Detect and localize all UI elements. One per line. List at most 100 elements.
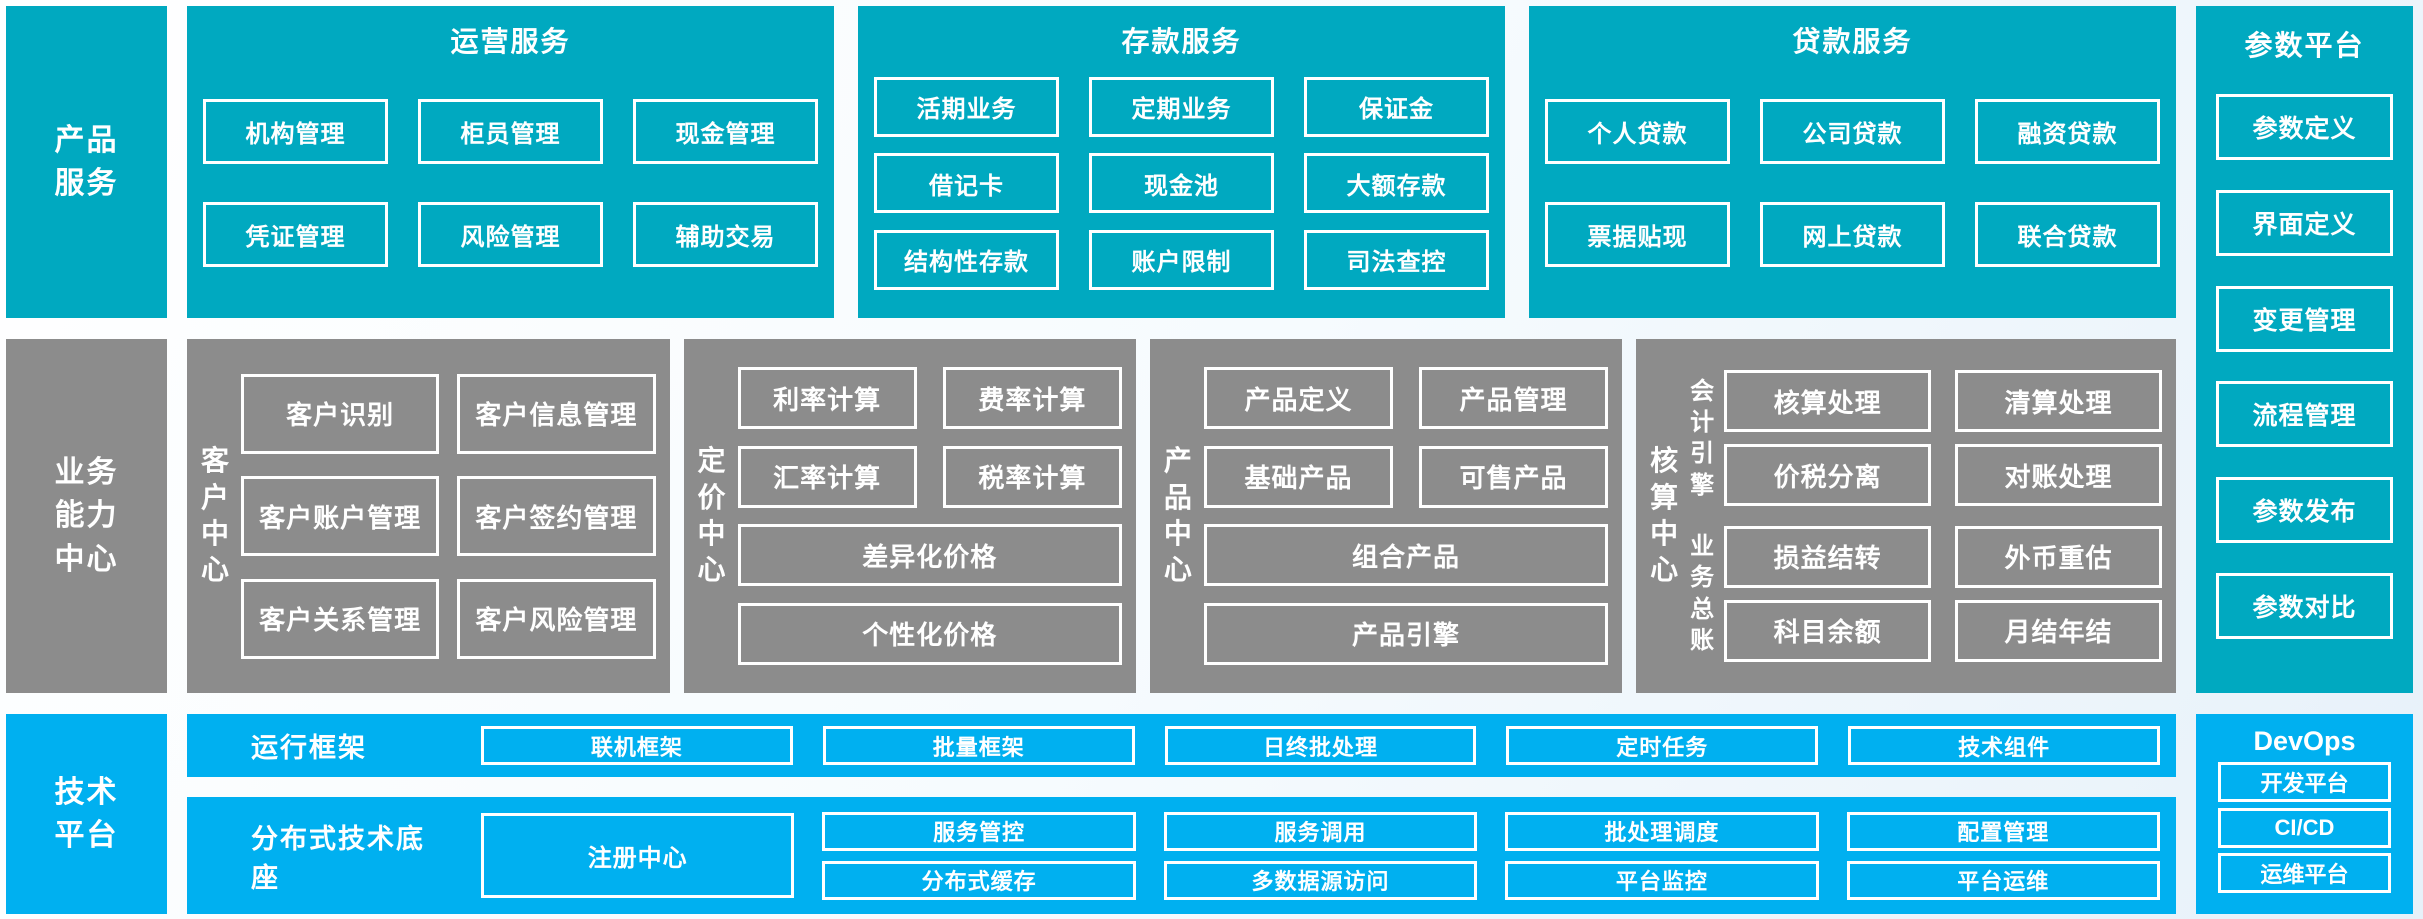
- capability-box: 服务管控: [822, 811, 1136, 851]
- distributed-column: 服务管控 分布式缓存: [822, 811, 1136, 900]
- distributed-box-grid: 注册中心 服务管控 分布式缓存 服务调用 多数据源访问 批处理调度 平台监控: [481, 811, 2160, 900]
- operation-box-grid: 机构管理 柜员管理 现金管理 凭证管理 风险管理 辅助交易: [203, 60, 818, 306]
- capability-box: 客户签约管理: [457, 476, 656, 556]
- accounting-subgroups: 会 计 引 擎 核算处理 清算处理 价税分离 对账处理 业 务 总 账 损益结转…: [1690, 351, 2163, 681]
- capability-box-wide: 差异化价格: [737, 524, 1122, 587]
- subgroup-vertical-label: 会 计 引 擎: [1690, 377, 1715, 499]
- capability-box: 客户识别: [241, 373, 440, 454]
- capability-box: 融资贷款: [1975, 98, 2160, 164]
- capability-box: 账户限制: [1089, 229, 1274, 290]
- accounting-engine-grid: 核算处理 清算处理 价税分离 对账处理: [1724, 370, 2163, 507]
- pricing-box-grid: 利率计算 费率计算 汇率计算 税率计算 差异化价格 个性化价格: [737, 351, 1122, 681]
- capability-box: 票据贴现: [1545, 202, 1730, 268]
- tech-platform-rows: 运行框架 联机框架 批量框架 日终批处理 定时任务 技术组件 分布式技术底座 注…: [187, 714, 2176, 914]
- capability-box: 联机框架: [481, 726, 793, 765]
- capability-box: 客户风险管理: [457, 578, 656, 659]
- group-product-center: 产 品 中 心 产品定义 产品管理 基础产品 可售产品 组合产品 产品引擎: [1149, 339, 1623, 693]
- capability-box: 汇率计算: [737, 445, 917, 508]
- group-pricing-center: 定 价 中 心 利率计算 费率计算 汇率计算 税率计算 差异化价格 个性化价格: [683, 339, 1136, 693]
- strip-runtime-framework: 运行框架 联机框架 批量框架 日终批处理 定时任务 技术组件: [187, 714, 2176, 777]
- subgroup-business-ledger: 业 务 总 账 损益结转 外币重估 科目余额 月结年结: [1690, 525, 2163, 662]
- product-box-grid: 产品定义 产品管理 基础产品 可售产品 组合产品 产品引擎: [1203, 351, 1609, 681]
- capability-box: 风险管理: [418, 202, 603, 268]
- left-rail: 产品 服务 业务 能力 中心 技术 平台: [6, 6, 167, 914]
- strip-distributed-base: 分布式技术底座 注册中心 服务管控 分布式缓存 服务调用 多数据源访问 批处理调…: [187, 797, 2176, 914]
- capability-box: 网上贷款: [1760, 202, 1945, 268]
- param-box-column: 参数定义 界面定义 变更管理 流程管理 参数发布 参数对比: [2216, 64, 2393, 669]
- group-title: 贷款服务: [1792, 26, 1913, 57]
- capability-box: 大额存款: [1304, 153, 1489, 213]
- capability-box: 批处理调度: [1505, 811, 1819, 851]
- capability-box: 清算处理: [1955, 370, 2163, 433]
- capability-box: 外币重估: [1955, 525, 2163, 588]
- capability-box: 客户关系管理: [241, 578, 440, 659]
- capability-box: 参数对比: [2216, 573, 2393, 640]
- capability-box: 活期业务: [874, 76, 1059, 137]
- capability-box: 现金管理: [633, 98, 818, 164]
- capability-box: 定时任务: [1506, 726, 1819, 765]
- group-devops: DevOps 开发平台 CI/CD 运维平台: [2196, 714, 2413, 914]
- distributed-column: 配置管理 平台运维: [1846, 811, 2160, 900]
- capability-box: 分布式缓存: [822, 860, 1136, 900]
- capability-box: 个人贷款: [1545, 98, 1730, 164]
- group-vertical-label: 核 算 中 心: [1650, 445, 1679, 586]
- capability-box: 运维平台: [2218, 852, 2391, 893]
- capability-box-wide: 个性化价格: [737, 602, 1122, 665]
- capability-box: 开发平台: [2218, 762, 2391, 803]
- capability-box: 参数发布: [2216, 477, 2393, 544]
- capability-box: 定期业务: [1089, 76, 1274, 137]
- capability-box: 辅助交易: [633, 202, 818, 268]
- business-capability-row: 客 户 中 心 客户识别 客户信息管理 客户账户管理 客户签约管理 客户关系管理…: [187, 339, 2177, 693]
- subgroup-vertical-label: 业 务 总 账: [1690, 533, 1715, 654]
- capability-box: 对账处理: [1955, 444, 2163, 507]
- capability-box: 科目余额: [1724, 599, 1932, 662]
- capability-box: 技术组件: [1848, 726, 2160, 765]
- capability-box: 客户信息管理: [457, 373, 656, 454]
- group-loan-services: 贷款服务 个人贷款 公司贷款 融资贷款 票据贴现 网上贷款 联合贷款: [1529, 6, 2176, 318]
- capability-box: CI/CD: [2218, 807, 2391, 848]
- capability-box: 借记卡: [874, 153, 1059, 213]
- capability-box: 现金池: [1089, 153, 1274, 213]
- capability-box: 变更管理: [2216, 285, 2393, 352]
- registry-center-box: 注册中心: [481, 813, 795, 898]
- capability-box: 多数据源访问: [1163, 860, 1478, 900]
- capability-box: 产品管理: [1419, 367, 1609, 430]
- capability-box-wide: 产品引擎: [1203, 602, 1609, 665]
- capability-box: 结构性存款: [874, 229, 1059, 290]
- right-rail: 参数平台 参数定义 界面定义 变更管理 流程管理 参数发布 参数对比 DevOp…: [2196, 6, 2413, 914]
- capability-box: 界面定义: [2216, 189, 2393, 256]
- product-services-row: 运营服务 机构管理 柜员管理 现金管理 凭证管理 风险管理 辅助交易 存款服务 …: [187, 6, 2176, 318]
- capability-box-wide: 组合产品: [1203, 524, 1609, 587]
- customer-box-grid: 客户识别 客户信息管理 客户账户管理 客户签约管理 客户关系管理 客户风险管理: [241, 351, 656, 681]
- capability-box: 利率计算: [737, 367, 917, 430]
- rail-business-capability-center: 业务 能力 中心: [6, 339, 167, 693]
- capability-box: 保证金: [1304, 76, 1489, 137]
- group-title: DevOps: [2253, 726, 2356, 756]
- capability-box: 可售产品: [1419, 445, 1609, 508]
- loan-box-grid: 个人贷款 公司贷款 融资贷款 票据贴现 网上贷款 联合贷款: [1545, 60, 2160, 306]
- strip-label: 分布式技术底座: [251, 823, 425, 893]
- distributed-column: 服务调用 多数据源访问: [1163, 811, 1478, 900]
- capability-box: 月结年结: [1955, 599, 2163, 662]
- group-vertical-label: 定 价 中 心: [697, 445, 726, 586]
- group-vertical-label: 产 品 中 心: [1163, 445, 1192, 586]
- deposit-box-grid: 活期业务 定期业务 保证金 借记卡 现金池 大额存款 结构性存款 账户限制 司法…: [874, 60, 1489, 306]
- capability-box: 柜员管理: [418, 98, 603, 164]
- capability-box: 日终批处理: [1164, 726, 1477, 765]
- capability-box: 平台运维: [1846, 860, 2160, 900]
- capability-box: 基础产品: [1203, 445, 1394, 508]
- capability-box: 联合贷款: [1975, 202, 2160, 268]
- distributed-column: 批处理调度 平台监控: [1505, 811, 1819, 900]
- group-title: 参数平台: [2244, 30, 2365, 61]
- group-title: 存款服务: [1121, 26, 1242, 57]
- group-customer-center: 客 户 中 心 客户识别 客户信息管理 客户账户管理 客户签约管理 客户关系管理…: [187, 339, 670, 693]
- capability-box: 公司贷款: [1760, 98, 1945, 164]
- capability-box: 司法查控: [1304, 229, 1489, 290]
- group-param-platform: 参数平台 参数定义 界面定义 变更管理 流程管理 参数发布 参数对比: [2196, 6, 2413, 693]
- capability-box: 服务调用: [1163, 811, 1478, 851]
- group-title: 运营服务: [450, 26, 571, 57]
- rail-tech-platform: 技术 平台: [6, 714, 167, 914]
- capability-box: 平台监控: [1505, 860, 1819, 900]
- capability-box: 配置管理: [1846, 811, 2160, 851]
